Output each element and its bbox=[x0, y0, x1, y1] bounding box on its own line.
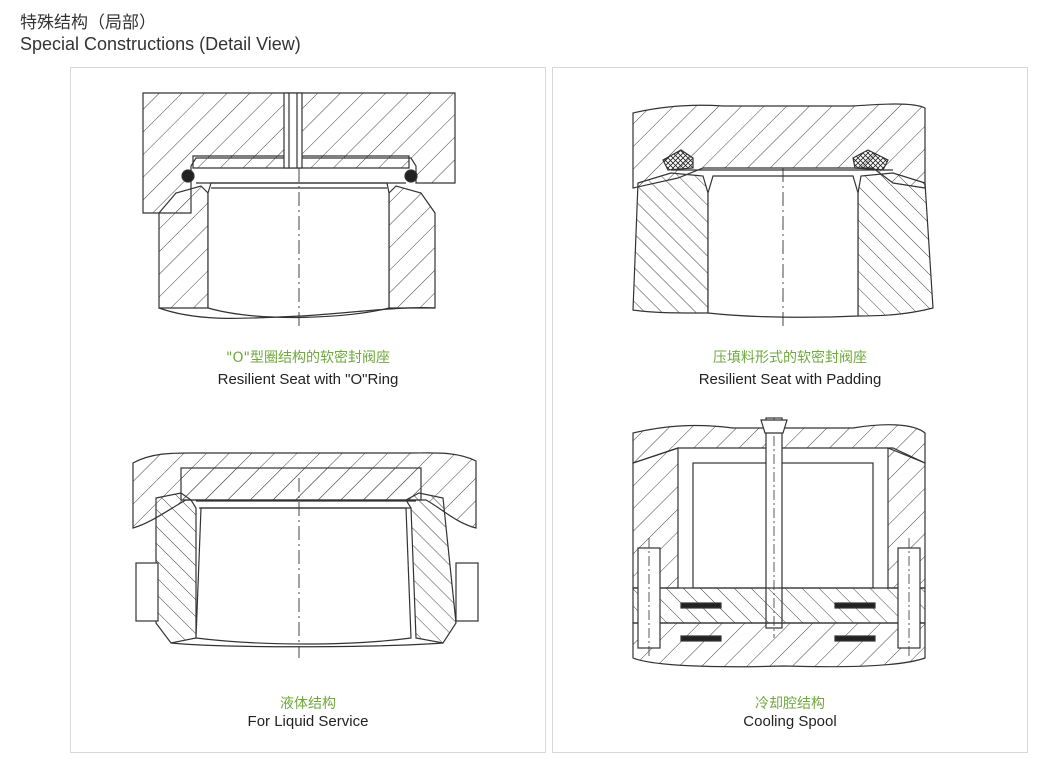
caption-cn-cooling: 冷却腔结构 bbox=[755, 696, 825, 712]
caption-en-cooling: Cooling Spool bbox=[743, 713, 837, 730]
caption-cn-liquid: 液体结构 bbox=[280, 696, 336, 712]
caption-en-o-ring: Resilient Seat with "O"Ring bbox=[217, 371, 399, 388]
right-panel: 压填料形式的软密封阀座 Resilient Seat with Padding … bbox=[552, 67, 1028, 753]
caption-en-padding: Resilient Seat with Padding bbox=[698, 371, 882, 388]
padding-seat-drawing bbox=[632, 103, 934, 668]
page-title-en: Special Constructions (Detail View) bbox=[20, 34, 301, 54]
page-title-cn: 特殊结构（局部） bbox=[20, 13, 156, 33]
left-panel: "O"型圈结构的软密封阀座 Resilient Seat with "O"Rin… bbox=[70, 67, 546, 753]
caption-cn-padding: 压填料形式的软密封阀座 bbox=[713, 350, 867, 366]
o-ring-seat-drawing bbox=[132, 92, 479, 658]
caption-cn-o-ring: "O"型圈结构的软密封阀座 bbox=[226, 350, 390, 366]
caption-en-liquid: For Liquid Service bbox=[247, 713, 369, 730]
